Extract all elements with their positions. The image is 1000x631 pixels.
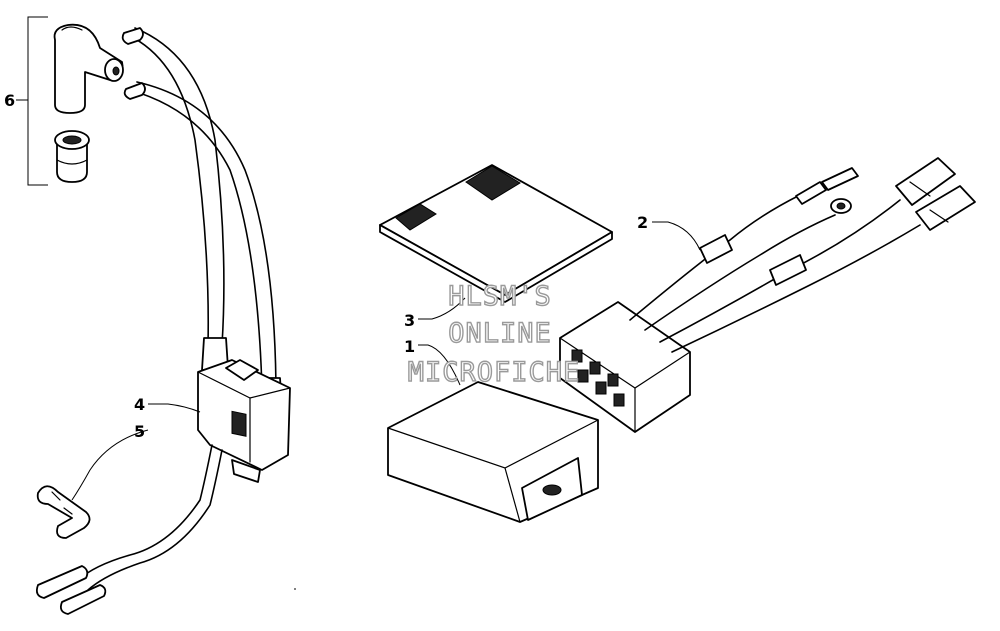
wiring-harness [559,157,976,433]
callout-2: 2 [637,213,648,232]
callout-4: 4 [134,395,145,414]
leader-3 [418,297,466,320]
leader-5 [71,429,149,501]
plug-connector-details [909,181,949,223]
spark-plug-cap-assembly [16,16,124,186]
ht-lead-1-outer [127,34,210,346]
spade-terminal-1 [795,181,827,205]
plug-connector-2 [915,185,976,231]
insulator-pad-tape-1 [465,165,521,201]
ignition-coil-terminal [231,459,261,483]
rubber-boot-ridge [56,159,88,165]
harness-pin-5 [595,381,607,395]
insulator-pad [379,164,613,303]
watermark: HLSM'S ONLINE MICROFICHE [407,280,581,388]
watermark-line-2: ONLINE [448,318,552,349]
rubber-boot-hole [62,135,82,145]
harness-wire-2 [644,214,836,331]
harness-pin-3 [607,373,619,387]
cdi-module [387,381,599,523]
leader-4 [148,403,201,413]
harness-pin-4 [577,369,589,383]
spark-plug-cap-highlight [61,26,83,31]
callout-labels: 6 4 5 3 1 2 [4,91,648,441]
leader-2 [652,221,701,251]
coil-primary-wire-2 [87,449,223,591]
wire-clip [36,485,91,539]
coil-connector-1 [35,565,89,599]
leader-1 [418,344,461,386]
wire-clip-body [36,485,91,539]
ht-lead-2-end [123,82,146,100]
watermark-line-3: MICROFICHE [408,357,581,388]
ht-lead-1-inner [134,27,225,346]
ignition-coil-mount-tab [225,359,259,381]
ht-lead-1-end [121,27,144,45]
callout-3: 3 [404,311,415,330]
harness-pin-6 [613,393,625,407]
harness-connector [559,301,691,433]
spade-terminal-2 [821,167,859,191]
wire-clip-ridges [51,491,73,515]
cdi-module-front-edge [504,467,521,523]
harness-wire-1 [629,194,801,321]
harness-wire-4 [671,224,921,353]
watermark-line-1: HLSM'S [448,281,552,312]
insulator-pad-tape-2 [395,203,437,231]
harness-sleeve-2 [769,254,807,286]
plug-connector-1 [895,157,956,206]
ring-terminal-hole [836,202,846,210]
insulator-pad-edge [379,224,613,303]
harness-sleeve-1 [699,234,733,264]
spark-plug-cap-hole [112,66,120,76]
rubber-boot [56,141,88,183]
cdi-module-mount-hole [542,484,562,496]
coil-connector-2 [59,584,107,615]
coil-primary-wire-1 [77,444,213,581]
ignition-coil-mount-bolt [231,410,247,437]
ht-lead-2-outer [129,89,263,391]
ht-lead-2-inner [136,81,277,391]
part-6-bracket [27,16,48,186]
leader-lines [71,221,701,590]
harness-pin-2 [589,361,601,375]
callout-5: 5 [134,422,145,441]
harness-pin-1 [571,349,583,363]
ignition-coil-assembly [35,27,291,615]
callout-6: 6 [4,91,15,110]
callout-1: 1 [404,337,415,356]
